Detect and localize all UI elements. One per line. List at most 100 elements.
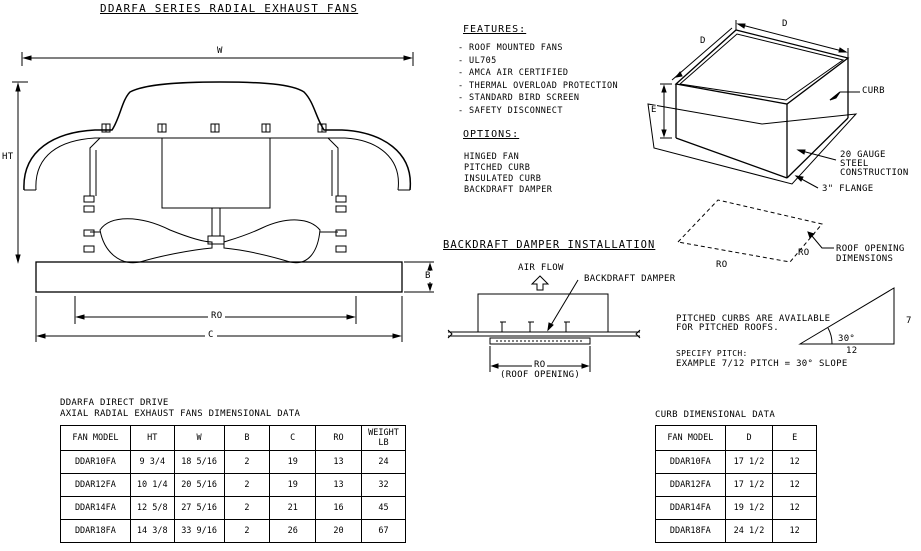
gauge-label-line3: CONSTRUCTION — [840, 168, 909, 178]
pitch-note-line2: FOR PITCHED ROOFS. — [676, 323, 779, 333]
column-header: RO — [315, 425, 362, 451]
table-cell: 2 — [223, 519, 271, 543]
curb-dimension-table: FAN MODEL D E DDAR10FA 17 1/2 12 DDAR12F… — [655, 425, 817, 543]
fan-table-title-line2: AXIAL RADIAL EXHAUST FANS DIMENSIONAL DA… — [60, 409, 301, 419]
table-cell: 20 — [315, 519, 362, 543]
table-cell: 13 — [315, 473, 362, 497]
roof-opening-label-line1: ROOF OPENING — [836, 244, 905, 254]
column-header: E — [772, 425, 817, 451]
dimension-c-label: C — [205, 330, 217, 341]
table-cell: 20 5/16 — [173, 473, 225, 497]
table-cell: 18 5/16 — [173, 450, 225, 474]
table-cell: 19 1/2 — [724, 496, 774, 520]
table-cell: 13 — [315, 450, 362, 474]
table-row: DDAR14FA 19 1/2 12 — [655, 496, 817, 520]
drawing-title: DDARFA SERIES RADIAL EXHAUST FANS — [100, 2, 359, 15]
table-cell: 17 1/2 — [724, 473, 774, 497]
table-cell: 2 — [223, 450, 271, 474]
column-header: FAN MODEL — [655, 425, 726, 451]
table-row: DDAR14FA 12 5/8 27 5/16 2 21 16 45 — [60, 496, 407, 520]
features-list: - ROOF MOUNTED FANS - UL705 - AMCA AIR C… — [458, 42, 618, 117]
table-cell: DDAR18FA — [655, 519, 726, 543]
feature-item: - THERMAL OVERLOAD PROTECTION — [458, 80, 619, 91]
table-cell: DDAR14FA — [655, 496, 726, 520]
table-cell: 12 — [772, 450, 817, 474]
curb-dim-d-side-label: D — [700, 36, 706, 46]
table-cell: 10 1/4 — [129, 473, 175, 497]
curb-dim-d-top-label: D — [782, 19, 788, 29]
table-header-row: FAN MODEL HT W B C RO WEIGHT LB — [60, 425, 407, 451]
fan-dimension-table: FAN MODEL HT W B C RO WEIGHT LB DDAR10FA… — [60, 425, 407, 543]
table-cell: 16 — [315, 496, 362, 520]
curb-dim-e-label: E — [651, 105, 657, 116]
backdraft-heading: BACKDRAFT DAMPER INSTALLATION — [443, 239, 656, 251]
dimension-ht-label: HT — [2, 152, 14, 163]
gauge-label-line1: 20 GAUGE — [840, 150, 886, 160]
table-cell: 21 — [269, 496, 317, 520]
curb-table-title: CURB DIMENSIONAL DATA — [655, 410, 776, 420]
feature-item: - ROOF MOUNTED FANS — [458, 43, 563, 53]
dimension-ro-label: RO — [208, 311, 226, 322]
table-cell: 27 5/16 — [173, 496, 225, 520]
features-heading: FEATURES: — [463, 24, 527, 35]
table-cell: DDAR10FA — [655, 450, 726, 474]
table-cell: DDAR14FA — [60, 496, 131, 520]
curb-label: CURB — [862, 86, 885, 96]
table-cell: 14 3/8 — [129, 519, 175, 543]
column-header: W — [173, 425, 225, 451]
column-header: D — [724, 425, 774, 451]
column-header: C — [269, 425, 317, 451]
table-cell: 12 5/8 — [129, 496, 175, 520]
dimension-w-label: W — [214, 46, 226, 57]
table-row: DDAR18FA 14 3/8 33 9/16 2 26 20 67 — [60, 519, 407, 543]
options-list: HINGED FAN PITCHED CURB INSULATED CURB B… — [464, 152, 552, 196]
roof-opening-ro-right: RO — [798, 248, 810, 258]
table-header-row: FAN MODEL D E — [655, 425, 817, 451]
feature-item: - SAFETY DISCONNECT — [458, 105, 563, 116]
table-cell: 12 — [772, 496, 817, 520]
roof-opening-ro-left: RO — [716, 260, 728, 270]
table-cell: 2 — [223, 496, 271, 520]
table-cell: DDAR10FA — [60, 450, 131, 474]
table-cell: 45 — [360, 496, 407, 520]
table-cell: 17 1/2 — [724, 450, 774, 474]
flange-label: 3" FLANGE — [822, 184, 874, 194]
table-row: DDAR10FA 9 3/4 18 5/16 2 19 13 24 — [60, 450, 407, 474]
dimension-b-label: B — [425, 271, 431, 282]
roof-opening-caption: (ROOF OPENING) — [500, 370, 581, 380]
options-heading: OPTIONS: — [463, 129, 520, 140]
pitch-example: EXAMPLE 7/12 PITCH = 30° SLOPE — [676, 359, 848, 369]
feature-item: - UL705 — [458, 55, 497, 66]
column-header: B — [223, 425, 271, 451]
table-cell: 19 — [269, 450, 317, 474]
table-cell: 26 — [269, 519, 317, 543]
column-header: WEIGHT LB — [360, 425, 407, 451]
table-cell: 12 — [772, 519, 817, 543]
specify-pitch-label: SPECIFY PITCH: — [676, 349, 748, 358]
pitch-run-label: 12 — [846, 346, 858, 356]
pitch-note-line1: PITCHED CURBS ARE AVAILABLE — [676, 314, 831, 324]
option-item: PITCHED CURB — [464, 163, 531, 173]
pitch-rise-label: 7 — [906, 316, 912, 326]
table-cell: 24 — [360, 450, 407, 474]
air-flow-label: AIR FLOW — [518, 263, 564, 273]
option-item: BACKDRAFT DAMPER — [464, 185, 553, 195]
option-item: INSULATED CURB — [464, 174, 542, 184]
table-row: DDAR18FA 24 1/2 12 — [655, 519, 817, 543]
column-header: HT — [129, 425, 175, 451]
table-row: DDAR12FA 17 1/2 12 — [655, 473, 817, 497]
pitch-angle-label: 30° — [838, 334, 856, 344]
backdraft-ro-label: RO — [532, 360, 548, 371]
table-cell: 67 — [360, 519, 407, 543]
fan-table-title-line1: DDARFA DIRECT DRIVE — [60, 398, 169, 408]
table-cell: DDAR12FA — [60, 473, 131, 497]
table-cell: 24 1/2 — [724, 519, 774, 543]
feature-item: - AMCA AIR CERTIFIED — [458, 68, 569, 78]
gauge-label-line2: STEEL — [840, 159, 869, 169]
table-cell: 32 — [360, 473, 407, 497]
feature-item: - STANDARD BIRD SCREEN — [458, 93, 580, 103]
